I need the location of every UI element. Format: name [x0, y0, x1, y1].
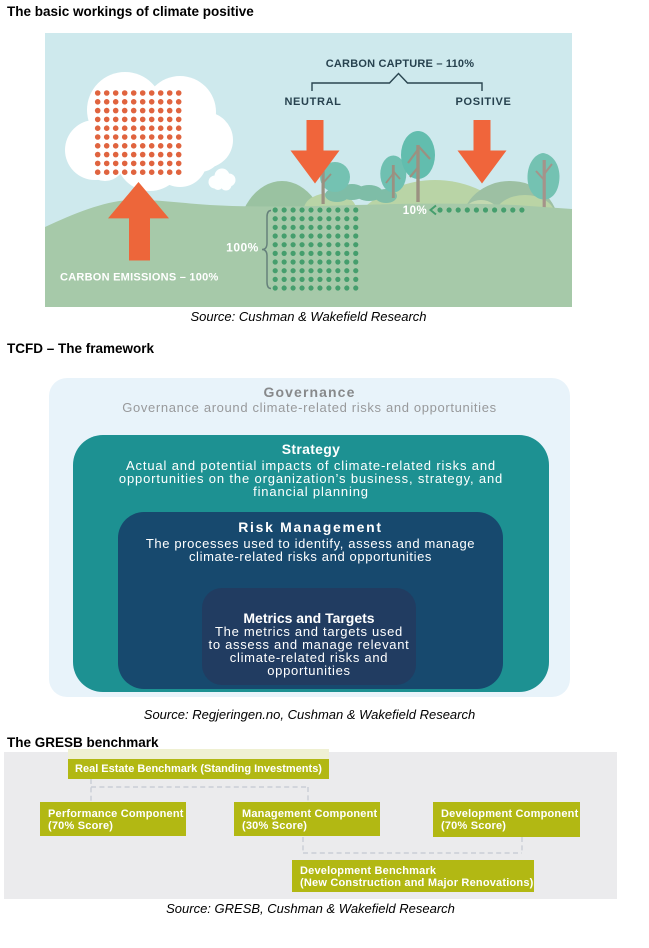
- svg-text:POSITIVE: POSITIVE: [456, 96, 512, 108]
- svg-text:10%: 10%: [403, 205, 428, 217]
- svg-text:CARBON CAPTURE – 110%: CARBON CAPTURE – 110%: [326, 58, 474, 70]
- svg-text:100%: 100%: [226, 241, 259, 255]
- svg-text:NEUTRAL: NEUTRAL: [284, 96, 341, 108]
- svg-text:CARBON EMISSIONS – 100%: CARBON EMISSIONS – 100%: [60, 272, 219, 284]
